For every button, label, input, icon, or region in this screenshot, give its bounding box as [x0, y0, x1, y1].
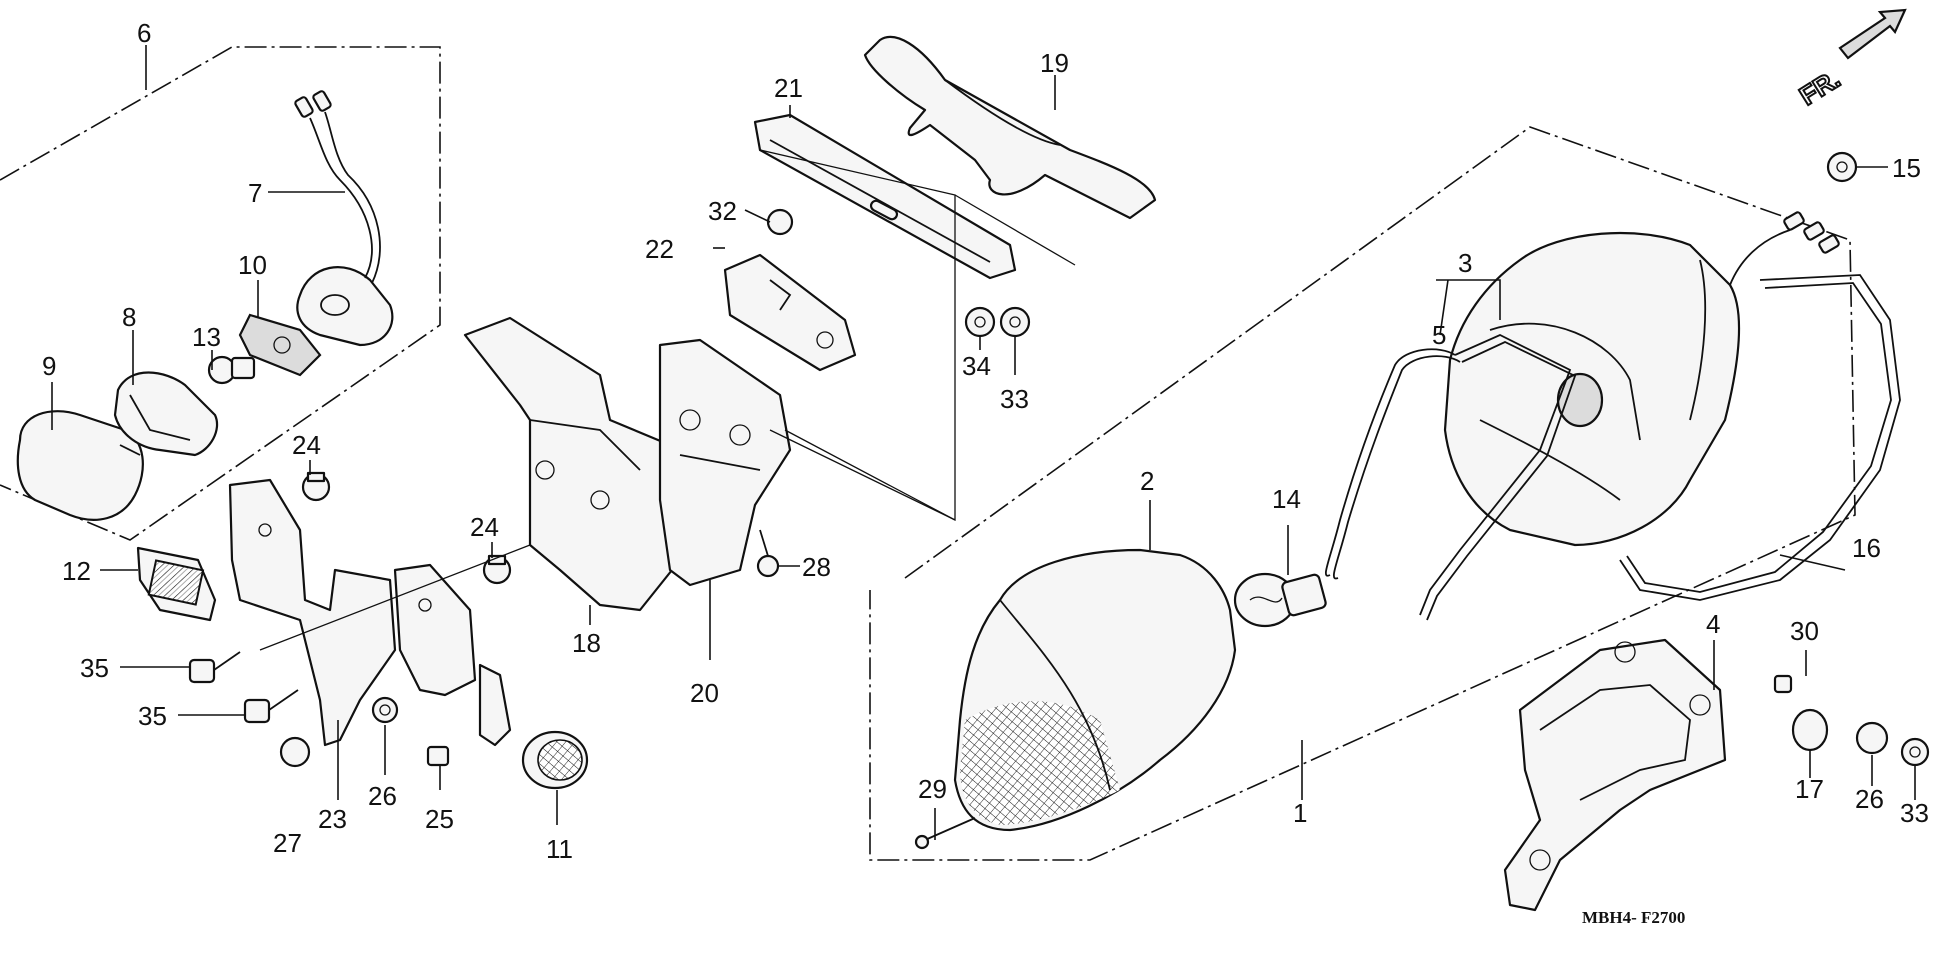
callout-35b: 35	[138, 701, 167, 731]
callout-14: 14	[1272, 484, 1301, 514]
callout-34: 34	[962, 351, 991, 381]
callout-6: 6	[137, 18, 151, 48]
diagram-code: MBH4- F2700	[1582, 908, 1685, 927]
callout-7: 7	[248, 178, 262, 208]
callout-5: 5	[1432, 320, 1446, 350]
callout-24a: 24	[292, 430, 321, 460]
fr-label: FR.	[1794, 63, 1845, 111]
fasteners-right	[1773, 151, 1930, 767]
nut-32[interactable]	[766, 208, 794, 236]
rear-fender-group	[136, 35, 1157, 790]
callout-2: 2	[1140, 466, 1154, 496]
taillight-stay[interactable]	[1503, 638, 1727, 912]
callout-29: 28	[802, 552, 831, 582]
callout-26: 26	[1855, 784, 1884, 814]
callout-17: 17	[1795, 774, 1824, 804]
callout-4: 4	[1706, 609, 1720, 639]
screw-25[interactable]	[426, 745, 450, 767]
turn-signal-socket[interactable]	[113, 371, 219, 457]
callout-19: 19	[1040, 48, 1069, 78]
screw-30[interactable]	[914, 817, 976, 850]
rear-fender[interactable]	[463, 316, 682, 612]
taillight-wires[interactable]	[1729, 211, 1840, 286]
callout-16: 16	[1852, 533, 1881, 563]
callout-13: 13	[192, 322, 221, 352]
top-cover[interactable]	[863, 35, 1157, 220]
turn-signal-group	[0, 46, 441, 541]
harness-holder[interactable]	[723, 253, 857, 372]
nut-27[interactable]	[371, 696, 399, 724]
callout-23: 23	[318, 804, 347, 834]
callout-24b: 24	[470, 512, 499, 542]
callout-1: 1	[1293, 798, 1307, 828]
callout-31: 30	[1790, 616, 1819, 646]
callout-25: 25	[425, 804, 454, 834]
callout-10: 10	[238, 250, 267, 280]
callout-35a: 35	[80, 653, 109, 683]
bolt-35b[interactable]	[243, 689, 299, 724]
grommet-28[interactable]	[279, 736, 311, 768]
callout-21: 21	[774, 73, 803, 103]
taillight-group	[869, 126, 1901, 912]
callouts: 6 7 8 9 10 13 12 35 35 24 24 23 26 27 25…	[42, 18, 1929, 864]
fasteners-center	[188, 208, 1031, 768]
bolt-24b[interactable]	[482, 554, 512, 585]
callout-30: 29	[918, 774, 947, 804]
washer-34[interactable]	[964, 306, 996, 338]
license-bracket[interactable]	[228, 478, 512, 747]
callout-9: 9	[42, 351, 56, 381]
callout-28: 27	[273, 828, 302, 858]
callout-18: 18	[572, 628, 601, 658]
tail-bulb[interactable]	[1233, 572, 1327, 628]
callout-20: 20	[690, 678, 719, 708]
washer-33b[interactable]	[1900, 737, 1930, 767]
housing-seal[interactable]	[1325, 334, 1577, 621]
taillight-gasket[interactable]	[1619, 274, 1901, 601]
front-direction-arrow: FR.	[1793, 8, 1907, 112]
screw-29[interactable]	[756, 529, 780, 578]
taillight-lens[interactable]	[953, 548, 1237, 832]
callout-33a: 33	[1000, 384, 1029, 414]
callout-12: 12	[62, 556, 91, 586]
assembly-lines	[259, 149, 1076, 651]
bolt-31[interactable]	[1773, 674, 1793, 694]
bolt-35a[interactable]	[188, 651, 241, 684]
license-reflector[interactable]	[136, 546, 217, 622]
callout-8: 8	[122, 302, 136, 332]
bolt-24a[interactable]	[301, 471, 331, 502]
callout-11: 11	[546, 834, 573, 864]
taillight-housing[interactable]	[1443, 231, 1741, 547]
grommet-17[interactable]	[1791, 708, 1829, 752]
nut-15[interactable]	[1826, 151, 1858, 183]
inner-panel[interactable]	[658, 338, 792, 587]
callout-3: 3	[1458, 248, 1472, 278]
callout-22: 22	[645, 234, 674, 264]
turn-signal-lens[interactable]	[16, 410, 144, 521]
nut-33a[interactable]	[999, 306, 1031, 338]
collar-26[interactable]	[1855, 721, 1889, 755]
turn-signal-bulb[interactable]	[207, 355, 256, 385]
callout-33b: 33	[1900, 798, 1929, 828]
turn-signal-gasket[interactable]	[238, 313, 322, 377]
callout-27: 26	[368, 781, 397, 811]
callout-15: 15	[1892, 153, 1921, 183]
turn-signal-housing[interactable]	[294, 90, 394, 347]
license-light[interactable]	[521, 730, 589, 790]
callout-32: 32	[708, 196, 737, 226]
